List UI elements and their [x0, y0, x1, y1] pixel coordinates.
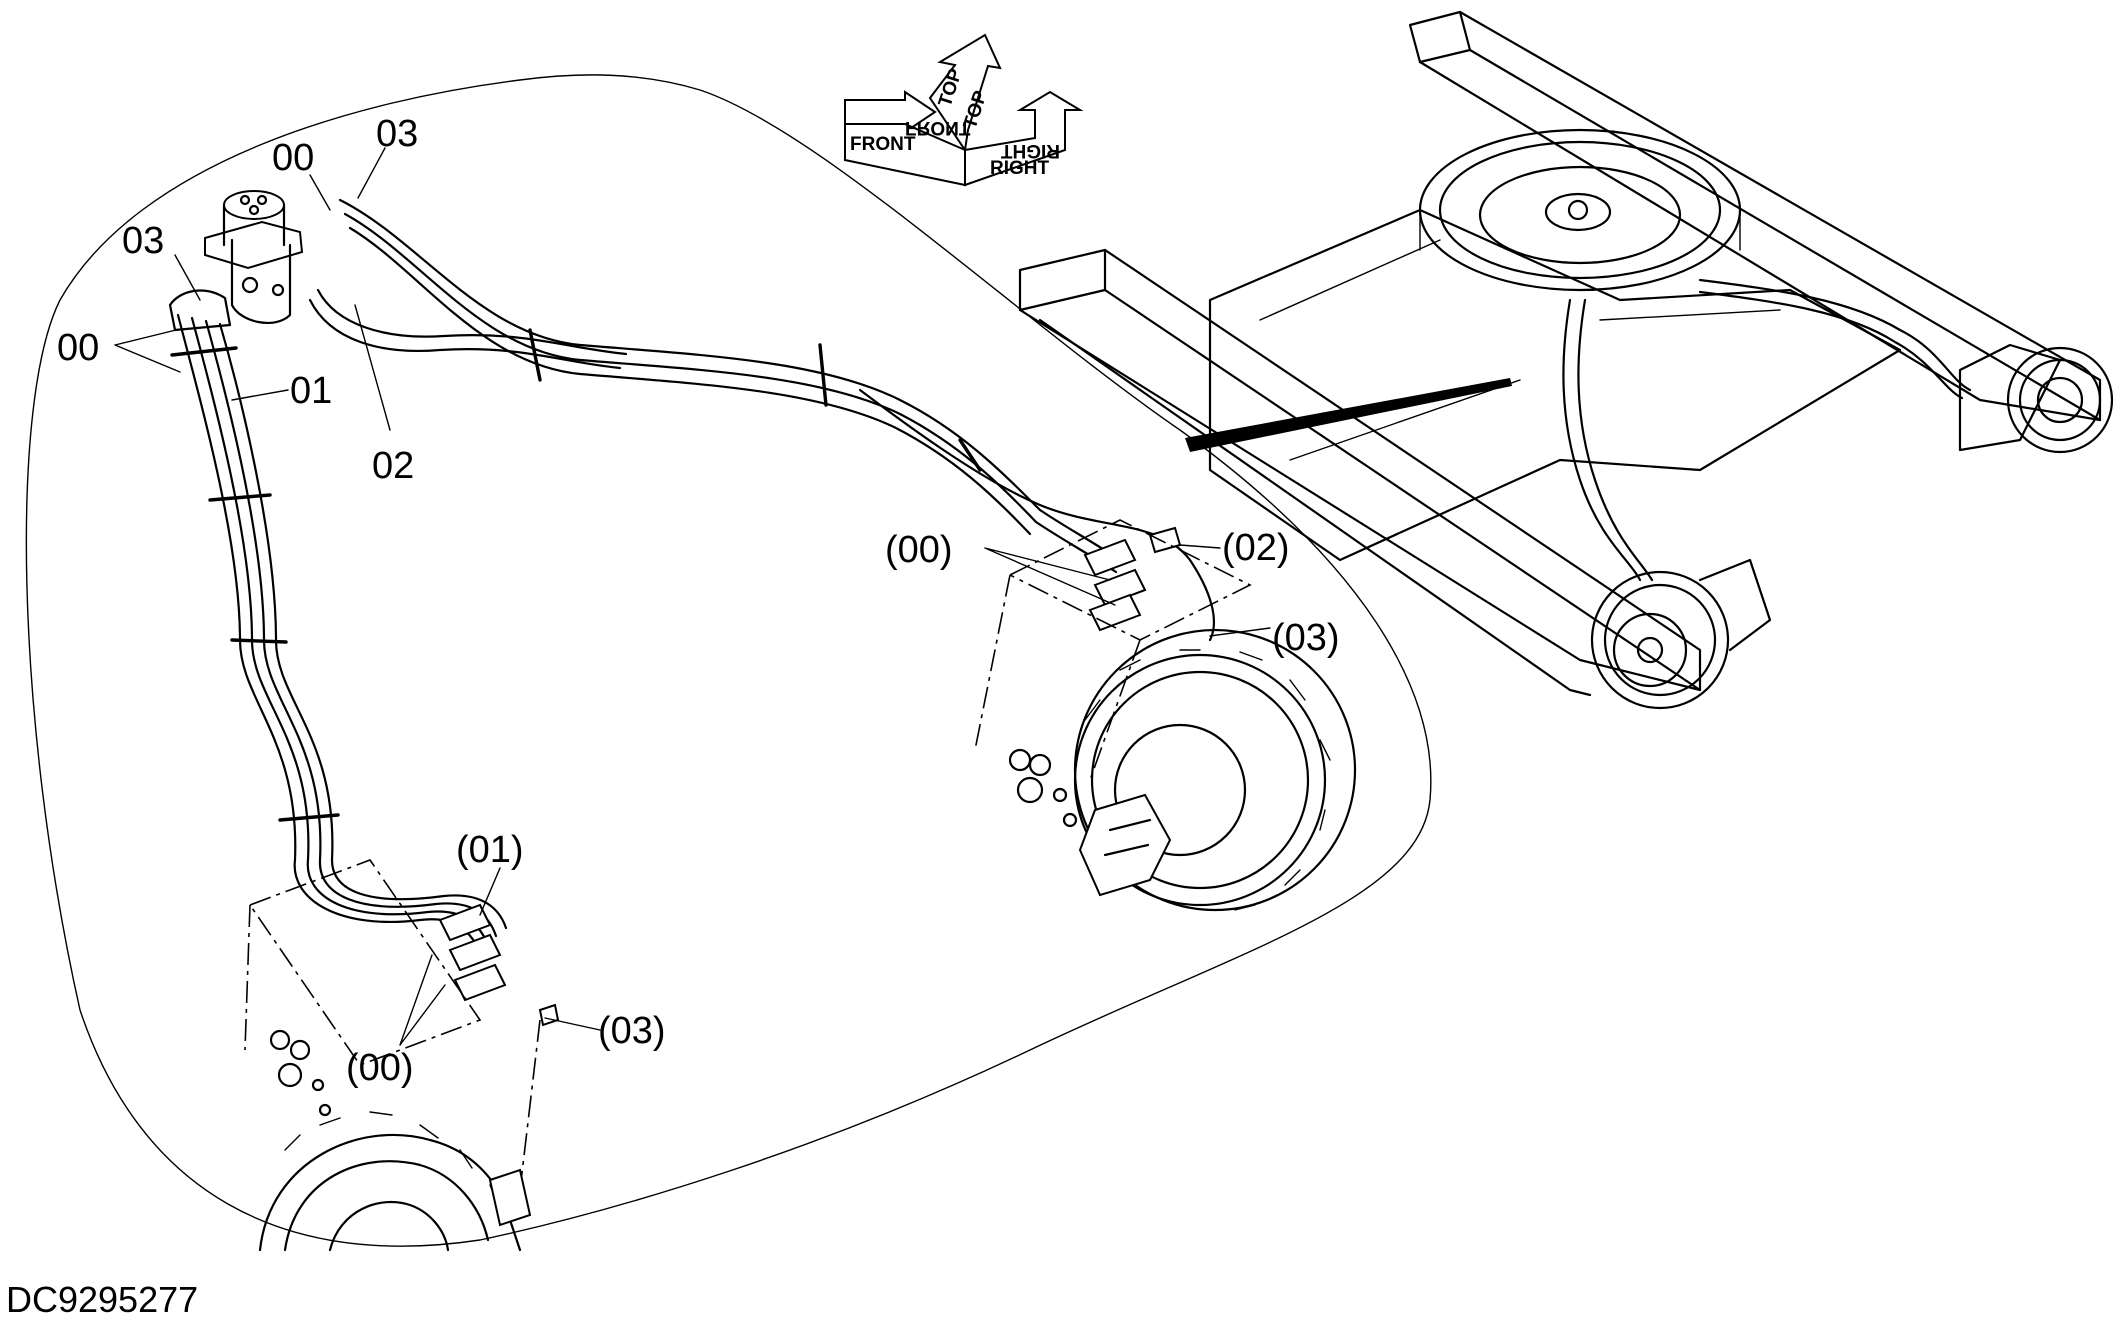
callout-01: 01	[290, 370, 332, 412]
callout-02-paren: (02)	[1222, 527, 1290, 569]
hose-bundle-right	[308, 198, 1215, 642]
callout-00-paren-right: (00)	[885, 529, 953, 571]
callout-03-paren-bottom: (03)	[598, 1010, 666, 1052]
callout-00-top: 00	[272, 137, 314, 179]
travel-motor-right	[1073, 628, 1357, 912]
callout-03-left: 03	[122, 220, 164, 262]
detail-outline	[25, 74, 1432, 1247]
callout-03-top: 03	[376, 113, 418, 155]
callout-00-left: 00	[57, 327, 99, 369]
axis-front-mirror-label: FRONT	[905, 117, 971, 138]
hose-bundle-left	[168, 289, 508, 952]
travel-motor-left	[258, 1111, 532, 1252]
fittings-right	[1083, 526, 1182, 632]
assembly-box-left	[244, 859, 541, 1191]
drawing-id: DC9295277	[6, 1279, 198, 1320]
callout-02: 02	[372, 445, 414, 487]
leader-lines	[114, 147, 1271, 1046]
assembly-box-right	[974, 519, 1252, 781]
center-joint	[204, 190, 304, 324]
axis-front-label: FRONT	[850, 134, 916, 155]
seal-parts-left	[269, 1029, 332, 1117]
callout-01-paren: (01)	[456, 829, 524, 871]
callout-00-paren-bottom: (00)	[346, 1047, 414, 1089]
undercarriage-overview	[1018, 10, 2114, 710]
axis-right-label: RIGHT	[990, 158, 1050, 179]
seal-parts-right	[1008, 748, 1078, 828]
callout-03-paren-right: (03)	[1272, 617, 1340, 659]
fittings-left	[438, 903, 560, 1027]
orientation-indicator: FRONT RIGHT TOP FRONT RIGHT TOP	[844, 33, 1084, 187]
axis-right-mirror-label: RIGHT	[1001, 140, 1061, 161]
